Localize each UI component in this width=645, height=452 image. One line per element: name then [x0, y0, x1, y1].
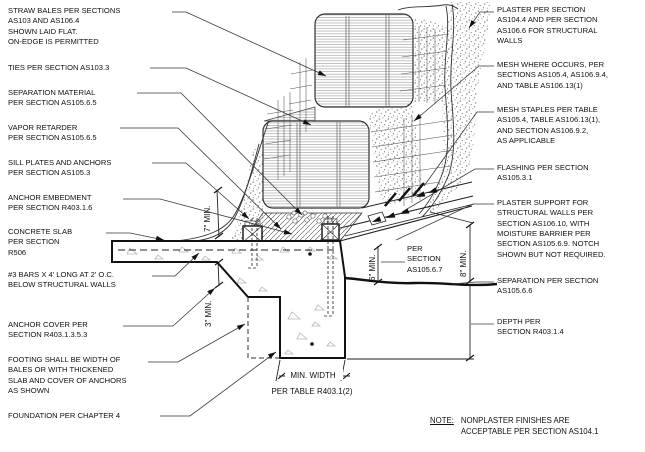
label-plaster-support: PLASTER SUPPORT FOR STRUCTURAL WALLS PER… [497, 198, 606, 259]
bale-seams [296, 15, 390, 207]
mesh-render [263, 26, 455, 206]
plaster-surface-curves [173, 3, 455, 242]
anchor-bolts-dashed [248, 216, 334, 317]
leader-lines [106, 11, 494, 417]
label-mesh-staples: MESH STAPLES PER TABLE AS105.4, TABLE AS… [497, 105, 601, 145]
dim-min-width-table: PER TABLE R403.1(2) [271, 387, 352, 396]
label-plaster: PLASTER PER SECTION AS104.4 AND PER SECT… [497, 5, 598, 45]
label-straw-bales: STRAW BALES PER SECTIONS AS103 AND AS106… [8, 6, 121, 46]
straw-bales-render [262, 4, 459, 209]
label-per-section-as105-6-7: PER SECTION AS105.6.7 [407, 244, 443, 274]
note-prefix: NOTE: [430, 416, 454, 425]
label-foundation: FOUNDATION PER CHAPTER 4 [8, 411, 121, 420]
label-mesh: MESH WHERE OCCURS, PER SECTIONS AS105.4,… [497, 60, 609, 90]
dim-6-min: 6" MIN. [368, 255, 377, 281]
label-footing: FOOTING SHALL BE WIDTH OF BALES OR WITH … [8, 355, 127, 395]
label-separation: SEPARATION PER SECTION AS105.6.6 [497, 276, 599, 296]
dim-3-min: 3" MIN. [204, 301, 213, 327]
label-vapor-retarder: VAPOR RETARDER PER SECTION AS105.6.5 [8, 123, 97, 143]
label-rebar: #3 BARS X 4' LONG AT 2' O.C. BELOW STRUC… [8, 270, 116, 290]
thickened-slab-dashed-outline [247, 297, 280, 359]
label-depth: DEPTH PER SECTION R403.1.4 [497, 317, 564, 337]
dim-8-min: 8" MIN. [459, 251, 468, 277]
note-text: NONPLASTER FINISHES ARE ACCEPTABLE PER S… [460, 416, 599, 436]
concrete-aggregate [126, 246, 339, 355]
label-flashing: FLASHING PER SECTION AS105.3.1 [497, 163, 589, 183]
separation-gravel [286, 210, 333, 224]
grade-line [344, 276, 498, 287]
label-concrete-slab: CONCRETE SLAB PER SECTION R506 [8, 227, 73, 257]
plaster-cap-curve [397, 4, 459, 11]
label-anchor-cover: ANCHOR COVER PER SECTION R403.1.3.5.3 [8, 320, 88, 340]
label-ties: TIES PER SECTION AS103.3 [8, 63, 110, 72]
leader-arrowheads [155, 19, 476, 359]
dimension-ticks [213, 186, 475, 380]
label-separation-material: SEPARATION MATERIAL PER SECTION AS105.6.… [8, 88, 97, 108]
slab-footing-render [111, 216, 498, 359]
plaster-render [230, 2, 491, 241]
sill-band-render [242, 210, 363, 243]
note: NOTE: NONPLASTER FINISHES ARE ACCEPTABLE… [430, 416, 598, 437]
dimension-texts: 7" MIN. 3" MIN. 6" MIN. 8" MIN. MIN. WID… [203, 206, 468, 396]
dim-7-min: 7" MIN. [203, 206, 212, 232]
label-sill-plates: SILL PLATES AND ANCHORS PER SECTION AS10… [8, 158, 112, 178]
dim-min-width: MIN. WIDTH [290, 371, 336, 380]
label-anchor-embedment: ANCHOR EMBEDMENT PER SECTION R403.1.6 [8, 193, 93, 213]
